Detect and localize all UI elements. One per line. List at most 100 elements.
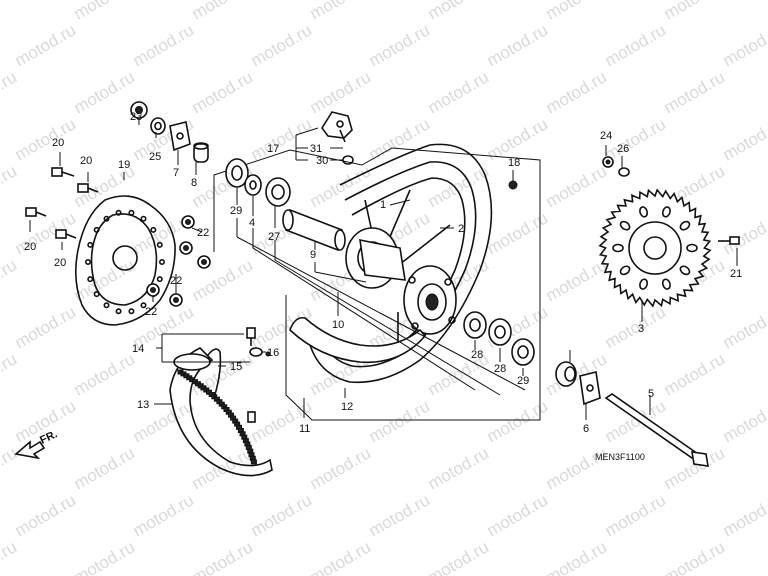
callout-6: 6 bbox=[583, 423, 589, 435]
watermark-text: motod.ru bbox=[720, 396, 768, 446]
watermark-text: motod.ru bbox=[484, 396, 552, 446]
tire bbox=[169, 347, 273, 477]
axle-spacer bbox=[282, 208, 346, 252]
watermark-text: motod.ru bbox=[12, 20, 80, 70]
watermark-text: motod.ru bbox=[189, 0, 257, 23]
side-collar bbox=[193, 142, 209, 163]
disc-vent-hole bbox=[115, 308, 122, 315]
watermark-text: motod.ru bbox=[248, 20, 316, 70]
callout-28: 28 bbox=[471, 349, 483, 361]
watermark-text: motod.ru bbox=[484, 208, 552, 258]
valve-nut bbox=[249, 347, 271, 357]
sprocket-washer bbox=[618, 167, 630, 177]
watermark-text: motod.ru bbox=[720, 490, 768, 540]
callout-labels: 1234567891011121314151617181920202020212… bbox=[24, 111, 742, 435]
watermark-text: motod.ru bbox=[484, 490, 552, 540]
brake-disc bbox=[74, 195, 176, 326]
disc-vent-hole bbox=[128, 308, 135, 315]
watermark-text: motod.ru bbox=[307, 537, 375, 576]
callout-21: 21 bbox=[730, 268, 742, 280]
callout-7: 7 bbox=[173, 167, 179, 179]
watermark-text: motod.ru bbox=[602, 490, 670, 540]
disc-nut bbox=[169, 293, 183, 307]
callout-22: 22 bbox=[145, 306, 157, 318]
disc-vent-hole bbox=[93, 291, 100, 298]
sprocket-nut bbox=[602, 156, 614, 168]
watermark-text: motod.ru bbox=[602, 396, 670, 446]
watermark-text: motod.ru bbox=[543, 537, 611, 576]
watermark-text: motod.ru bbox=[425, 67, 493, 117]
axle-nut bbox=[130, 101, 148, 119]
sprocket-cutout bbox=[679, 220, 691, 231]
callout-22: 22 bbox=[170, 275, 182, 287]
bearing-right-1 bbox=[463, 311, 487, 339]
disc-vent-hole bbox=[159, 258, 166, 265]
watermark-text: motod.ru bbox=[602, 20, 670, 70]
callout-29: 29 bbox=[230, 205, 242, 217]
disc-vent-hole bbox=[150, 226, 157, 233]
watermark-text: motod.ru bbox=[71, 537, 139, 576]
sprocket-cutout bbox=[619, 220, 631, 231]
watermark-text: motod.ru bbox=[307, 0, 375, 23]
watermark-text: motod.ru bbox=[130, 20, 198, 70]
watermark-text: motod.ru bbox=[366, 20, 434, 70]
watermark-text: motod.ru bbox=[602, 302, 670, 352]
watermark-text: motod.ru bbox=[720, 302, 768, 352]
valve-cap-clip bbox=[321, 111, 353, 143]
disc-vent-hole bbox=[140, 215, 147, 222]
callout-2: 2 bbox=[458, 223, 464, 235]
watermark-text: motod.ru bbox=[189, 537, 257, 576]
callout-29: 29 bbox=[517, 375, 529, 387]
bearing-right-2 bbox=[488, 318, 512, 346]
callout-22: 22 bbox=[197, 227, 209, 239]
watermark-text: motod.ru bbox=[307, 443, 375, 493]
callout-27: 27 bbox=[268, 231, 280, 243]
callout-1: 1 bbox=[380, 199, 386, 211]
watermark-text: motod.ru bbox=[71, 0, 139, 23]
distance-collar-left bbox=[244, 174, 262, 196]
watermark-text: motod.ru bbox=[248, 490, 316, 540]
disc-vent-hole bbox=[128, 209, 135, 216]
rear-wheel bbox=[309, 143, 493, 384]
chain-adjuster-right bbox=[579, 371, 601, 406]
side-collar-right bbox=[555, 361, 577, 387]
watermark-text: motod.ru bbox=[425, 0, 493, 23]
disc-vent-hole bbox=[87, 241, 94, 248]
watermark-text: motod.ru bbox=[543, 67, 611, 117]
washer bbox=[150, 117, 166, 135]
chain-adjuster bbox=[169, 121, 191, 152]
watermark-text: motod.ru bbox=[0, 0, 20, 23]
callout-9: 9 bbox=[310, 249, 316, 261]
sprocket-cutout bbox=[639, 206, 649, 218]
diagram-code: MEN3F1100 bbox=[595, 452, 645, 462]
rear-axle bbox=[604, 393, 709, 467]
sprocket-cutout bbox=[612, 243, 624, 253]
watermark-text: motod.ru bbox=[71, 443, 139, 493]
disc-vent-hole bbox=[156, 276, 163, 283]
watermark-text: motod.ru bbox=[543, 255, 611, 305]
watermark-text: motod.ru bbox=[0, 443, 20, 493]
sprocket-bolt bbox=[718, 236, 740, 245]
callout-4: 4 bbox=[249, 217, 255, 229]
callout-17: 17 bbox=[267, 143, 279, 155]
disc-vent-hole bbox=[115, 209, 122, 216]
callout-12: 12 bbox=[341, 401, 353, 413]
disc-bolt bbox=[51, 167, 75, 177]
tread-block bbox=[250, 459, 257, 465]
disc-vent-hole bbox=[93, 226, 100, 233]
sprocket-cutout bbox=[679, 265, 691, 276]
callout-31: 31 bbox=[310, 143, 322, 155]
dust-seal-left bbox=[225, 158, 249, 188]
watermark-text: motod.ru bbox=[248, 396, 316, 446]
leader-lines bbox=[29, 118, 738, 420]
disc-nut bbox=[146, 283, 160, 297]
callout-19: 19 bbox=[118, 159, 130, 171]
callout-20: 20 bbox=[80, 155, 92, 167]
driven-sprocket bbox=[598, 188, 712, 308]
watermark-text: motod.ru bbox=[366, 396, 434, 446]
callout-28: 28 bbox=[494, 363, 506, 375]
sprocket-cutout bbox=[686, 243, 698, 253]
callout-25: 25 bbox=[149, 151, 161, 163]
watermark-text: motod.ru bbox=[0, 67, 20, 117]
tube-valve bbox=[247, 411, 256, 423]
